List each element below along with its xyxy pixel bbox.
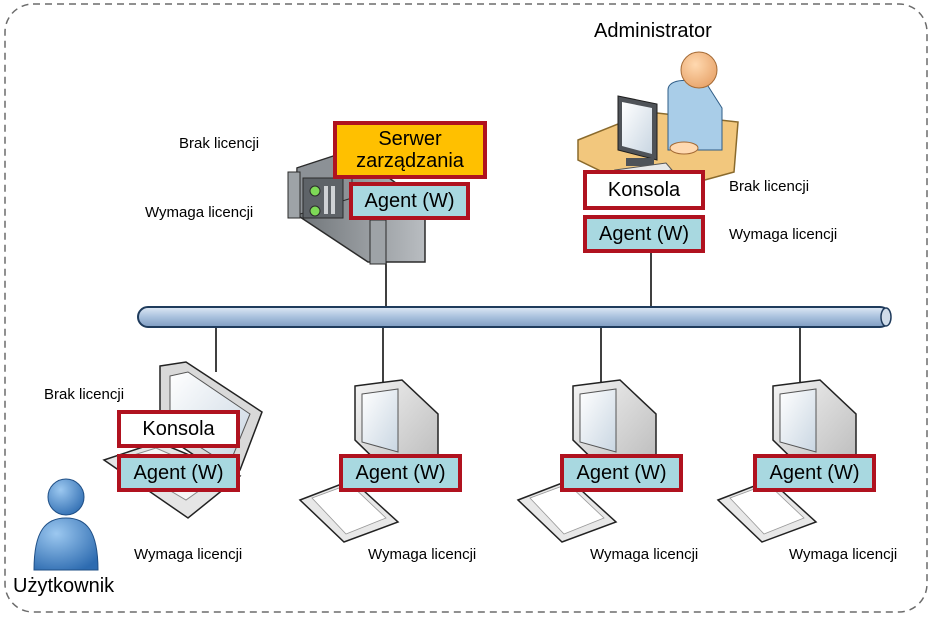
user-label: Użytkownik: [13, 575, 115, 597]
workstation-license: Wymaga licencji: [368, 546, 477, 563]
desktop-pc-icon: [716, 379, 857, 543]
desktop-pc-icon: [516, 379, 657, 543]
network-bus: [137, 306, 892, 328]
server-title-line1: Serwer: [378, 128, 442, 150]
administrator-agent-license: Wymaga licencji: [729, 226, 838, 243]
user-icon: [33, 478, 99, 571]
administrator-console-license: Brak licencji: [729, 178, 810, 195]
user-console-license: Brak licencji: [44, 386, 125, 403]
administrator-agent-box: Agent (W): [583, 215, 705, 253]
workstation-agent-box: Agent (W): [339, 454, 462, 492]
user-console-box: Konsola: [117, 410, 240, 448]
user-agent-box: Agent (W): [117, 454, 240, 492]
server-box: Serwer zarządzania: [333, 121, 487, 179]
server-license: Brak licencji: [179, 135, 260, 152]
server-title-line2: zarządzania: [356, 150, 464, 172]
server-agent-box: Agent (W): [349, 182, 470, 220]
workstation-agent-box: Agent (W): [753, 454, 876, 492]
desktop-pc-icon: [298, 379, 439, 543]
workstation-license: Wymaga licencji: [789, 546, 898, 563]
server-agent-license: Wymaga licencji: [145, 204, 254, 221]
diagram-frame: [4, 3, 928, 613]
administrator-label: Administrator: [594, 20, 712, 42]
user-agent-license: Wymaga licencji: [134, 546, 243, 563]
workstation-agent-box: Agent (W): [560, 454, 683, 492]
administrator-console-box: Konsola: [583, 170, 705, 210]
workstation-license: Wymaga licencji: [590, 546, 699, 563]
network-connectors: [215, 252, 801, 382]
